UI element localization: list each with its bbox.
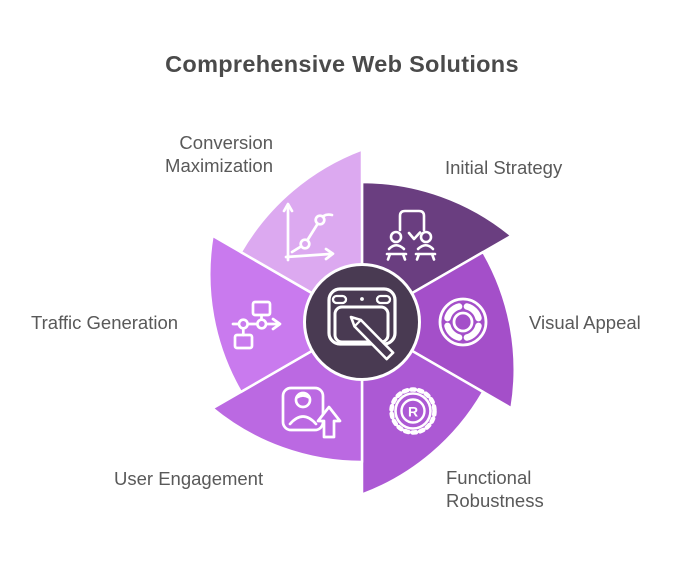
graphics-tablet-stylus-icon xyxy=(327,287,397,361)
flowchart-icon xyxy=(231,300,282,350)
gear-r-icon: R xyxy=(389,387,437,435)
segment-label-conversion-maximization: Conversion Maximization xyxy=(165,132,273,177)
segment-label-user-engagement: User Engagement xyxy=(114,468,264,489)
gear-letter: R xyxy=(408,404,418,420)
segment-visual-appeal xyxy=(360,250,516,410)
segment-label-initial-strategy: Initial Strategy xyxy=(445,157,563,178)
segment-traffic-generation xyxy=(208,234,364,394)
color-wheel-icon xyxy=(438,297,488,347)
growth-chart-icon xyxy=(282,202,335,262)
segment-label-functional-robustness: Functional Robustness xyxy=(446,467,544,512)
user-profile-up-arrow-icon xyxy=(281,386,342,439)
page-title: Comprehensive Web Solutions xyxy=(165,51,519,77)
segment-label-traffic-generation: Traffic Generation xyxy=(31,312,179,333)
segment-label-visual-appeal: Visual Appeal xyxy=(529,312,641,333)
team-meeting-icon xyxy=(385,209,437,261)
